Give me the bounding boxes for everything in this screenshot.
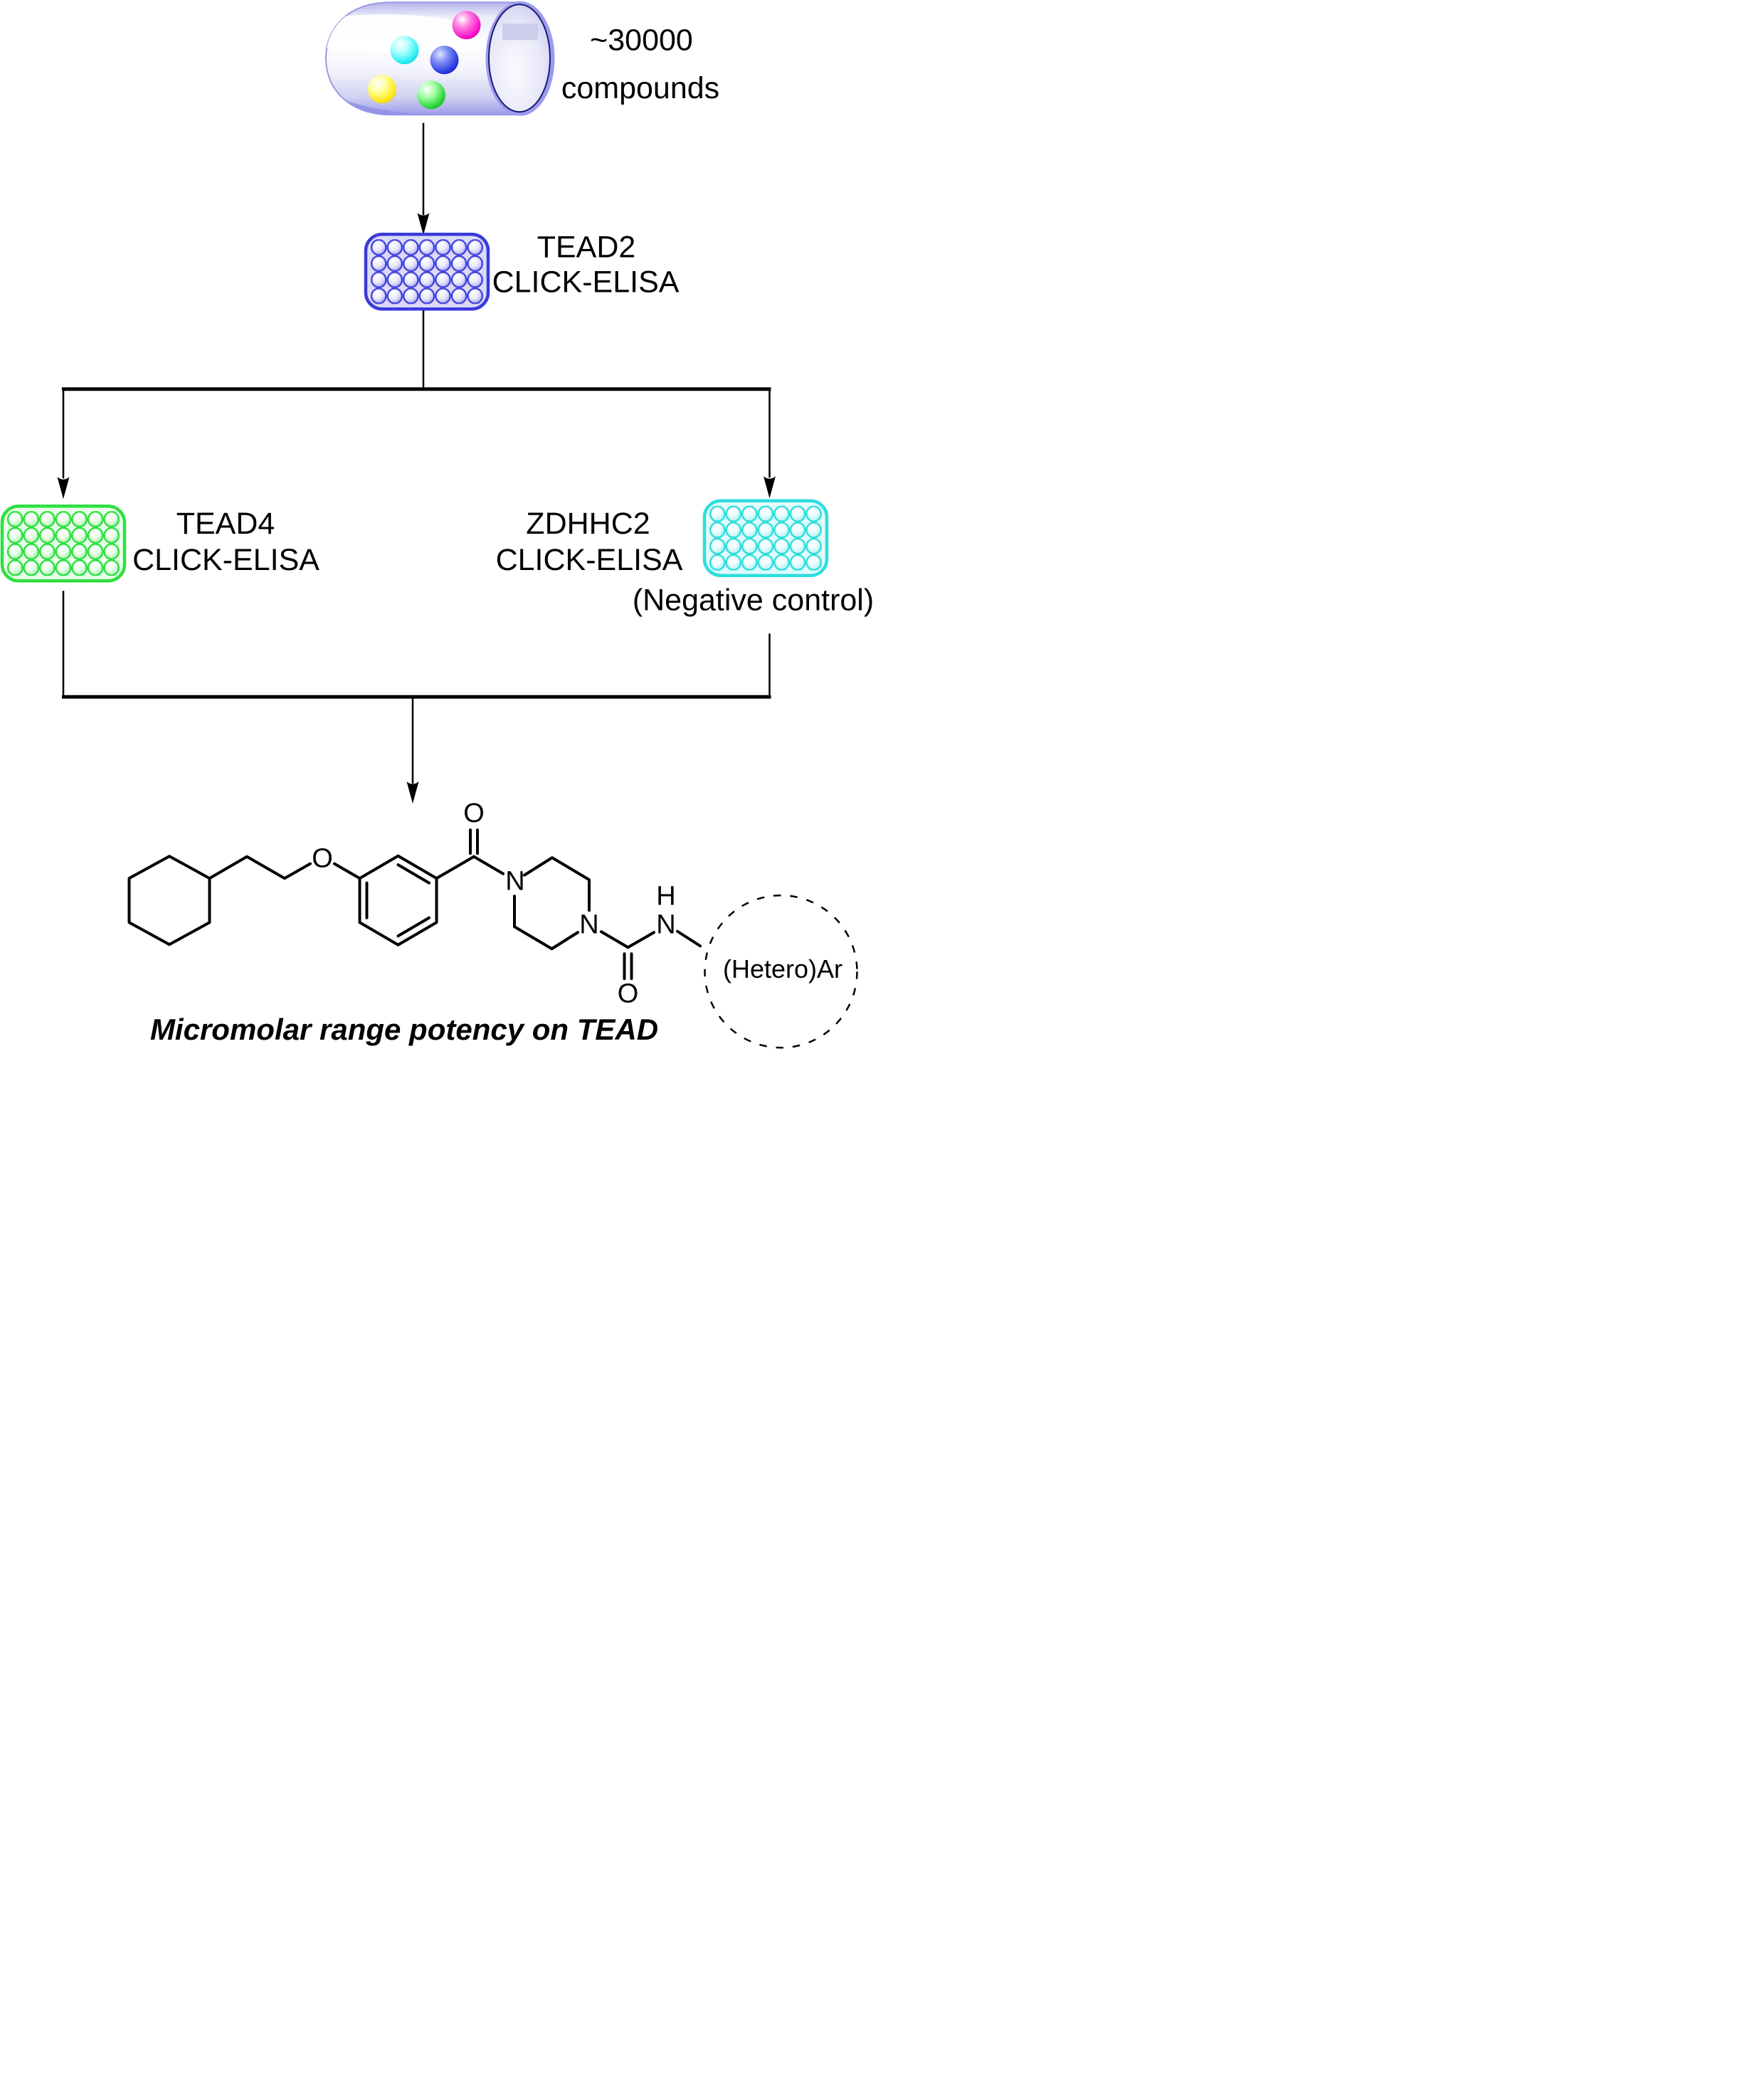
assay-zdhhc2-method: CLICK-ELISA <box>496 543 683 577</box>
aryl-placeholder-circle <box>704 895 858 1049</box>
arrowhead-down-icon <box>763 476 776 499</box>
urea-n-bond <box>626 931 655 949</box>
n-urea-bond <box>600 930 630 949</box>
atom-ether-oxygen: O <box>312 843 333 873</box>
assay-tead2-name: TEAD2 <box>537 230 636 264</box>
atom-urea-oxygen: O <box>618 978 639 1008</box>
aryl-carbonyl-bond <box>435 855 475 880</box>
carbonyl-n-bond <box>472 855 504 875</box>
flow-arrows <box>57 122 776 804</box>
arrowhead-down-icon <box>417 213 430 236</box>
assay-tead2-method: CLICK-ELISA <box>492 265 680 299</box>
assay-tead4-name: TEAD4 <box>176 507 275 541</box>
figure-screening-workflow: ~30000 compounds TEAD2 CLICK-ELISA TEAD4… <box>0 0 874 1050</box>
plate-wells <box>371 239 483 305</box>
figure-caption: Micromolar range potency on TEAD <box>150 1013 658 1046</box>
assay-zdhhc2-name: ZDHHC2 <box>526 507 650 541</box>
atom-carbonyl-oxygen: O <box>463 798 485 828</box>
aryl-group-label: (Hetero)Ar <box>723 954 842 983</box>
compound-ball-green <box>417 80 445 110</box>
compound-ball-magenta <box>452 11 481 40</box>
assay-tead4-method: CLICK-ELISA <box>132 543 319 577</box>
compound-ball-blue <box>430 46 459 75</box>
piperazine-ring-bottom <box>513 895 579 951</box>
vessel-bottom-shade <box>327 90 520 115</box>
compound-ball-yellow <box>368 75 396 104</box>
vessel-highlight <box>326 14 480 52</box>
compound-library-vessel <box>324 1 555 116</box>
benzene-double-bond <box>396 916 430 938</box>
compound-ball-cyan <box>390 36 419 65</box>
hit-compound-structure: O O N N O N H (Hetero)Ar <box>127 798 858 1049</box>
atom-piperazine-n1: N <box>505 866 524 896</box>
library-unit-label: compounds <box>561 71 719 105</box>
workflow-canvas: ~30000 compounds TEAD2 CLICK-ELISA TEAD4… <box>0 1 874 1049</box>
plate-wells <box>709 505 822 571</box>
vessel-face <box>488 4 551 113</box>
ether-bond <box>333 862 361 880</box>
vessel-face-reflection <box>502 23 538 41</box>
microplate-zdhhc2 <box>702 499 829 577</box>
ethyl-chain <box>208 855 312 880</box>
piperazine-ring-top <box>523 856 591 912</box>
library-count-label: ~30000 <box>590 23 693 57</box>
atom-piperazine-n2: N <box>579 909 598 939</box>
labels: ~30000 compounds TEAD2 CLICK-ELISA TEAD4… <box>132 23 874 617</box>
benzene-ring <box>358 854 438 946</box>
atom-labels: O O N N O N H (Hetero)Ar <box>312 798 842 1009</box>
atom-amide-hydrogen: H <box>656 881 675 911</box>
arrowhead-down-icon <box>406 781 419 804</box>
negative-control-note: (Negative control) <box>633 583 874 617</box>
cyclohexane-ring <box>127 855 211 946</box>
benzene-double-bond <box>396 863 430 885</box>
microplate-tead2 <box>364 233 490 311</box>
n-aryl-bond <box>676 929 702 948</box>
arrowhead-down-icon <box>57 477 70 500</box>
plate-wells <box>7 511 120 576</box>
microplate-tead4 <box>0 505 127 583</box>
atom-amide-nitrogen: N <box>656 909 675 939</box>
